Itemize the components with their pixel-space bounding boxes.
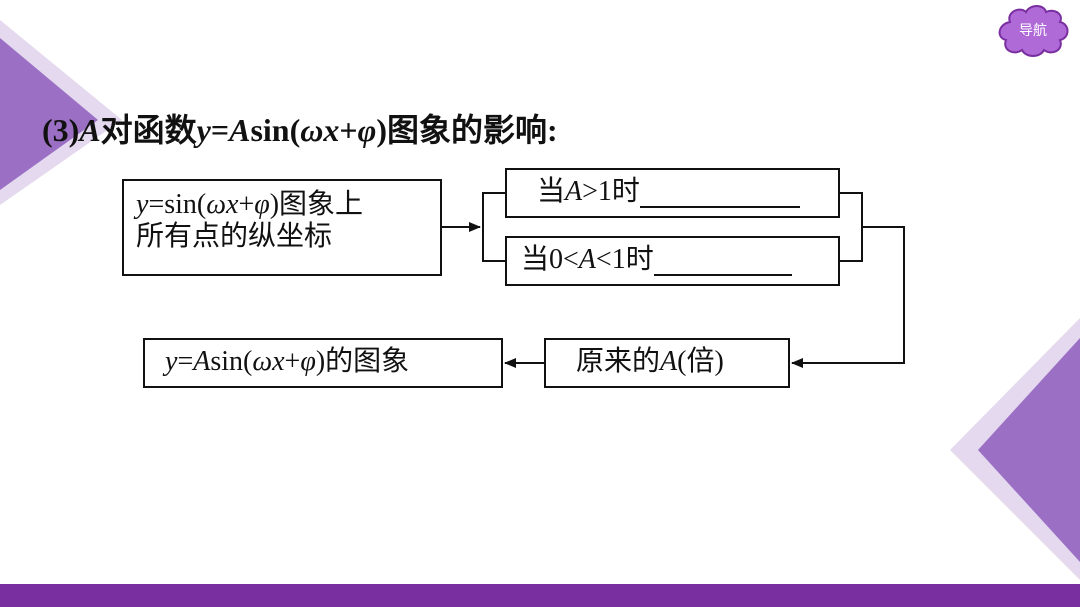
source-text-c: )图象上 [269, 189, 364, 220]
result-var-phi: φ [300, 346, 316, 377]
left-triangle [0, 38, 98, 190]
heading-var-y: y [196, 112, 211, 148]
heading-text1: 对函数 [100, 112, 197, 148]
heading-text5: )图象的影响: [376, 112, 558, 148]
source-var-y: y [136, 189, 149, 220]
source-var-wx: ωx [206, 189, 239, 220]
result-text-d: )的图象 [315, 346, 410, 377]
case-gt1-pre: 当 [537, 176, 566, 207]
source-line2: 所有点的纵坐标 [136, 221, 333, 252]
heading-var-a: A [79, 112, 101, 148]
heading-text2: = [210, 112, 230, 148]
heading-var-a2: A [229, 112, 251, 148]
source-var-phi: φ [254, 189, 270, 220]
result-var-wx: ωx [252, 346, 285, 377]
heading-text4: + [339, 112, 358, 148]
result-var-y: y [165, 346, 178, 377]
right-triangle [978, 338, 1080, 562]
source-text-a: =sin( [148, 189, 207, 220]
factor-pre: 原来的 [576, 346, 661, 377]
heading-text3: sin( [250, 112, 301, 148]
factor-box: 原来的A(倍) [544, 338, 790, 388]
source-box: y=sin(ωx+φ)图象上 所有点的纵坐标 [122, 179, 442, 276]
left-bracket [482, 192, 505, 262]
result-text-b: sin( [210, 346, 253, 377]
source-text-b: + [238, 189, 255, 220]
case-lt1-pre: 当0< [521, 244, 579, 275]
result-box: y=Asin(ωx+φ)的图象 [143, 338, 503, 388]
case-gt1-post: >1时 [582, 176, 640, 207]
case-gt1-var-a: A [565, 176, 583, 207]
case-lt1-var-a: A [578, 244, 596, 275]
arrow-to-factor [791, 226, 905, 368]
case-gt1-blank [639, 180, 800, 208]
heading-var-phi: φ [357, 112, 377, 148]
bottom-bar [0, 584, 1080, 607]
nav-label: 导航 [1019, 23, 1047, 39]
cloud-icon [998, 5, 1069, 57]
case-lt1-post: <1时 [595, 244, 654, 275]
right-bracket [840, 192, 863, 262]
result-text-a: = [177, 346, 194, 377]
heading-var-wx: ωx [300, 112, 340, 148]
case-gt1-box: 当A>1时 [505, 168, 840, 218]
page-heading: (3)A对函数y=Asin(ωx+φ)图象的影响: [42, 110, 558, 150]
case-lt1-blank [653, 248, 792, 276]
case-lt1-box: 当0<A<1时 [505, 236, 840, 286]
result-text-c: + [284, 346, 301, 377]
factor-var-a: A [660, 346, 678, 377]
result-var-a: A [193, 346, 211, 377]
source-line1: y=sin(ωx+φ)图象上 [136, 189, 440, 221]
factor-post: (倍) [677, 346, 724, 377]
nav-button[interactable]: 导航 [996, 4, 1070, 58]
heading-prefix: (3) [42, 112, 80, 148]
